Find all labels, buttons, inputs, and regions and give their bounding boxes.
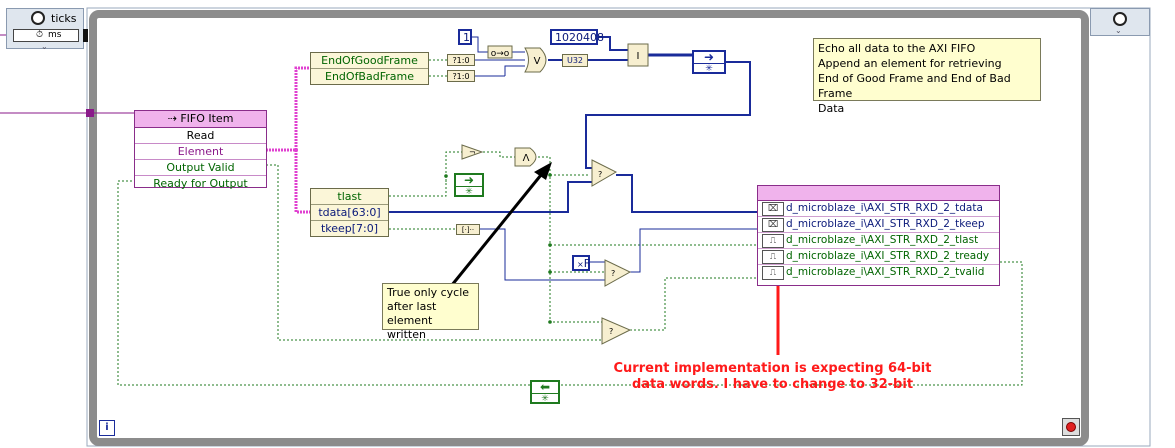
ticks-label: ticks (51, 12, 77, 25)
chevron-down-icon: ⌄ (1115, 26, 1122, 35)
fpga-io-node[interactable]: ⌧d_microblaze_i\AXI_STR_RXD_2_tdata ⌧d_m… (757, 185, 1000, 286)
ticks-output[interactable]: ⏱ ms (13, 29, 88, 42)
constant-false-label: F (583, 257, 591, 270)
tkeep-convert-node[interactable]: [·]·· (456, 224, 480, 235)
ticks-unit: ms (48, 30, 62, 40)
asterisk-icon: ✳ (532, 393, 558, 404)
cluster-wire-top (294, 66, 310, 150)
loop-border[interactable] (89, 10, 1089, 446)
select-node-3[interactable]: ? (601, 317, 632, 345)
annotation-arrow-black (450, 169, 547, 286)
right-timing-node[interactable]: ⌄ (1090, 8, 1150, 36)
svg-text:¬: ¬ (469, 148, 476, 157)
bool-to-num-2[interactable]: ?1:0 (447, 70, 475, 82)
asterisk-icon: ✳ (456, 186, 482, 197)
input-tunnel (86, 109, 94, 117)
io-icon: ⌧ (762, 202, 784, 216)
fifo-method-node[interactable]: ⇢ FIFO Item Read Element Output Valid Re… (134, 110, 267, 191)
comment-top-line-3: End of Good Frame and End of Bad Frame (818, 72, 1011, 100)
cluster-row-end-good[interactable]: EndOfGoodFrame (321, 54, 418, 67)
asterisk-icon: ✳ (694, 63, 724, 74)
red-annotation: Current implementation is expecting 64-b… (600, 361, 945, 395)
loop-condition-stop[interactable] (1062, 418, 1080, 436)
or-node[interactable]: V (524, 47, 547, 73)
io-row-tlast-label: d_microblaze_i\AXI_STR_RXD_2_tlast (786, 234, 979, 246)
bool-to-num-1[interactable]: ?1:0 (447, 54, 475, 66)
arrow-right-icon: ➜ (703, 50, 715, 64)
fifo-icon: ⇢ (167, 112, 181, 125)
fifo-row-element[interactable]: Element (135, 143, 266, 159)
feedback-node-ready[interactable]: ⬅ ✳ (530, 380, 560, 404)
io-row-tlast[interactable]: ⎍d_microblaze_i\AXI_STR_RXD_2_tlast (758, 232, 999, 248)
comment-top-line-4: Data (818, 102, 845, 115)
cluster-row-tdata[interactable]: tdata[63:0] (311, 204, 388, 220)
svg-text:o→o: o→o (491, 49, 510, 59)
svg-text:?: ? (609, 327, 613, 336)
iteration-terminal[interactable]: i (99, 420, 115, 436)
feedback-node-bool[interactable]: ➜ ✳ (454, 173, 484, 197)
unbundle-frame-flags[interactable]: EndOfGoodFrame EndOfBadFrame (310, 52, 429, 85)
cluster-row-tlast[interactable]: tlast (337, 190, 362, 203)
select-node-2[interactable]: ? (604, 259, 632, 287)
feedback-node-int[interactable]: ➜ ✳ (692, 50, 726, 74)
fifo-row-output-valid[interactable]: Output Valid (135, 159, 266, 175)
red-annotation-line-2: data words. I have to change to 32-bit (631, 377, 914, 392)
arrow-left-icon: ⬅ (539, 380, 551, 394)
clock-icon (31, 11, 45, 25)
fifo-title: FIFO Item (180, 112, 234, 125)
comment-mid-line-1: True only cycle (387, 286, 470, 299)
fifo-row-read[interactable]: Read (186, 129, 215, 142)
svg-text:I: I (637, 51, 640, 62)
io-row-tkeep-label: d_microblaze_i\AXI_STR_RXD_2_tkeep (786, 218, 985, 230)
io-row-tvalid-label: d_microblaze_i\AXI_STR_RXD_2_tvalid (786, 266, 985, 278)
constant-false[interactable]: ×F (572, 255, 590, 271)
io-icon: ⎍ (762, 266, 784, 280)
to-u32-node[interactable]: U32 (562, 54, 588, 67)
io-row-tdata[interactable]: ⌧d_microblaze_i\AXI_STR_RXD_2_tdata (758, 201, 999, 216)
clock-icon (1113, 12, 1127, 26)
comment-top-line-2: Append an element for retrieving (818, 57, 1002, 70)
chevron-down-icon: ⌄ (41, 42, 48, 51)
comment-mid[interactable]: True only cycle after last element writt… (382, 283, 479, 341)
io-row-tdata-label: d_microblaze_i\AXI_STR_RXD_2_tdata (786, 202, 983, 214)
fifo-row-ready-for-output[interactable]: Ready for Output (135, 175, 266, 191)
fifo-header: ⇢ FIFO Item (135, 111, 266, 128)
timer-icon: ⏱ (36, 30, 44, 40)
stop-icon (1066, 422, 1076, 432)
svg-text:?: ? (598, 170, 602, 179)
shift-node[interactable]: o→o (487, 45, 513, 59)
constant-one[interactable]: 1 (458, 29, 472, 45)
comment-mid-line-3: written (387, 328, 426, 341)
svg-text:Λ: Λ (523, 153, 530, 164)
unbundle-axi-fields[interactable]: tlast tdata[63:0] tkeep[7:0] (310, 188, 389, 237)
io-icon: ⎍ (762, 250, 784, 264)
comment-top-line-1: Echo all data to the AXI FIFO (818, 42, 976, 55)
comment-mid-line-2: after last element (387, 300, 437, 327)
tick-count-node[interactable]: ticks ⏱ ms ⌄ (6, 8, 88, 51)
io-icon: ⌧ (762, 218, 784, 232)
cluster-row-tkeep[interactable]: tkeep[7:0] (311, 220, 388, 236)
io-row-tready-label: d_microblaze_i\AXI_STR_RXD_2_tready (786, 250, 990, 262)
red-annotation-line-1: Current implementation is expecting 64-b… (613, 361, 932, 376)
io-icon: ⎍ (762, 234, 784, 248)
io-row-tready[interactable]: ⎍d_microblaze_i\AXI_STR_RXD_2_tready (758, 248, 999, 264)
cluster-wire-bottom (294, 150, 310, 214)
and-node[interactable]: Λ (514, 147, 537, 167)
cluster-row-end-bad[interactable]: EndOfBadFrame (311, 68, 428, 84)
select-node-1[interactable]: ? (591, 159, 618, 187)
constant-1020408[interactable]: 1020408 (550, 29, 604, 45)
io-node-header (758, 186, 999, 201)
arrow-right-icon: ➜ (463, 173, 475, 187)
comment-top[interactable]: Echo all data to the AXI FIFO Append an … (813, 38, 1041, 115)
not-node[interactable]: ¬ (461, 144, 484, 160)
join-node[interactable]: I (627, 43, 649, 67)
svg-text:?: ? (611, 269, 615, 278)
io-row-tkeep[interactable]: ⌧d_microblaze_i\AXI_STR_RXD_2_tkeep (758, 216, 999, 232)
svg-text:V: V (534, 56, 541, 67)
io-row-tvalid[interactable]: ⎍d_microblaze_i\AXI_STR_RXD_2_tvalid (758, 264, 999, 280)
